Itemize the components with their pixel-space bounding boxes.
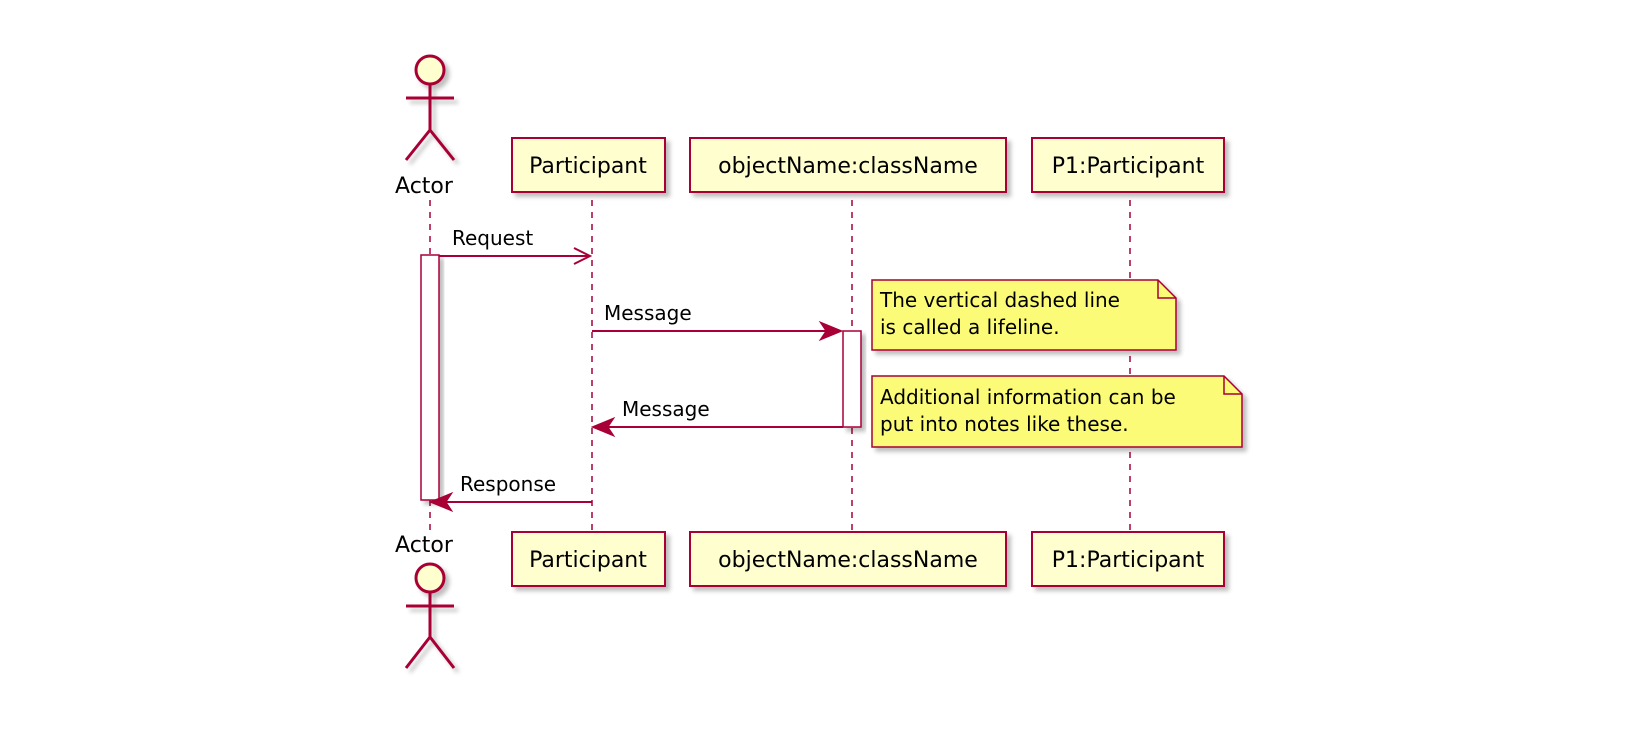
p1-top-label: P1:Participant — [1052, 154, 1205, 179]
participant-top-label: Participant — [529, 154, 647, 179]
object-box-top — [689, 137, 1007, 193]
participant-box-bottom — [511, 531, 666, 587]
actor-bottom-label: Actor — [395, 533, 454, 558]
stick-figure-icon — [404, 562, 456, 669]
note-lifeline-line-1: The vertical dashed line — [879, 288, 1120, 312]
message-request-label: Request — [452, 226, 533, 250]
actor-bottom — [404, 562, 456, 669]
note-additional-info-line-1: Additional information can be — [880, 385, 1176, 409]
message-request-arrowhead — [573, 247, 593, 265]
message-1-arrowhead — [818, 320, 844, 342]
note-lifeline-line-2: is called a lifeline. — [880, 315, 1060, 339]
message-1-label: Message — [604, 301, 692, 325]
p1-bottom-label: P1:Participant — [1052, 548, 1205, 573]
object-box-bottom — [689, 531, 1007, 587]
participant-box-top — [511, 137, 666, 193]
message-2-label: Message — [622, 397, 710, 421]
note-additional-info-line-2: put into notes like these. — [880, 412, 1129, 436]
actor-top-label: Actor — [395, 174, 454, 199]
participant-bottom-label: Participant — [529, 548, 647, 573]
message-response-label: Response — [460, 472, 556, 496]
stick-figure-icon — [404, 54, 456, 161]
p1-box-top — [1031, 137, 1225, 193]
message-response-arrowhead — [428, 491, 454, 513]
note-lifeline — [871, 279, 1177, 351]
p1-box-bottom — [1031, 531, 1225, 587]
message-2-arrowhead — [590, 416, 616, 438]
object-bottom-label: objectName:className — [718, 548, 978, 573]
activation-bar-actor — [420, 254, 440, 501]
activation-bar-object — [842, 330, 862, 428]
note-additional-info — [871, 375, 1243, 448]
object-top-label: objectName:className — [718, 154, 978, 179]
actor-top — [404, 54, 456, 161]
